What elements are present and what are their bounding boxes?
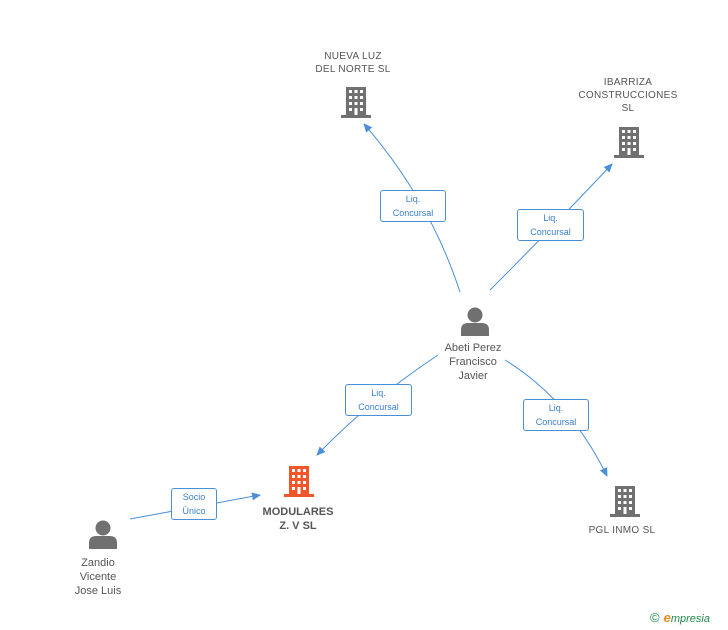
node-label-ibarriza[interactable]: IBARRIZA CONSTRUCCIONES SL [578, 77, 678, 114]
brand-name: mpresia [670, 613, 710, 625]
person-icon-zandio[interactable] [89, 520, 117, 550]
company-building-icon-modulares[interactable] [284, 466, 314, 497]
node-label-abeti[interactable]: Abeti Perez Francisco Javier [444, 342, 502, 382]
edge-label-abeti-pgl: Liq. Concursal [523, 399, 589, 431]
edge-label-abeti-modulares: Liq. Concursal [345, 384, 412, 416]
node-label-modulares[interactable]: MODULARES Z. V SL [262, 506, 334, 532]
edge-label-abeti-nueva: Liq. Concursal [380, 190, 446, 222]
person-icon-abeti[interactable] [461, 307, 489, 337]
node-label-zandio[interactable]: Zandio Vicente Jose Luis [74, 557, 122, 597]
node-label-pgl[interactable]: PGL INMO SL [588, 525, 656, 536]
node-label-nueva[interactable]: NUEVA LUZ DEL NORTE SL [315, 51, 391, 75]
edge-label-abeti-ibarriza: Liq. Concursal [517, 209, 584, 241]
edge-label-zandio-modulares: Socio Único [171, 488, 217, 520]
company-building-icon-ibarriza[interactable] [614, 127, 644, 158]
brand-logo[interactable]: ©empresia [650, 610, 710, 625]
brand-initial: e [663, 610, 671, 625]
copyright-symbol: © [650, 610, 660, 625]
company-building-icon-nueva[interactable] [341, 87, 371, 118]
company-building-icon-pgl[interactable] [610, 486, 640, 517]
